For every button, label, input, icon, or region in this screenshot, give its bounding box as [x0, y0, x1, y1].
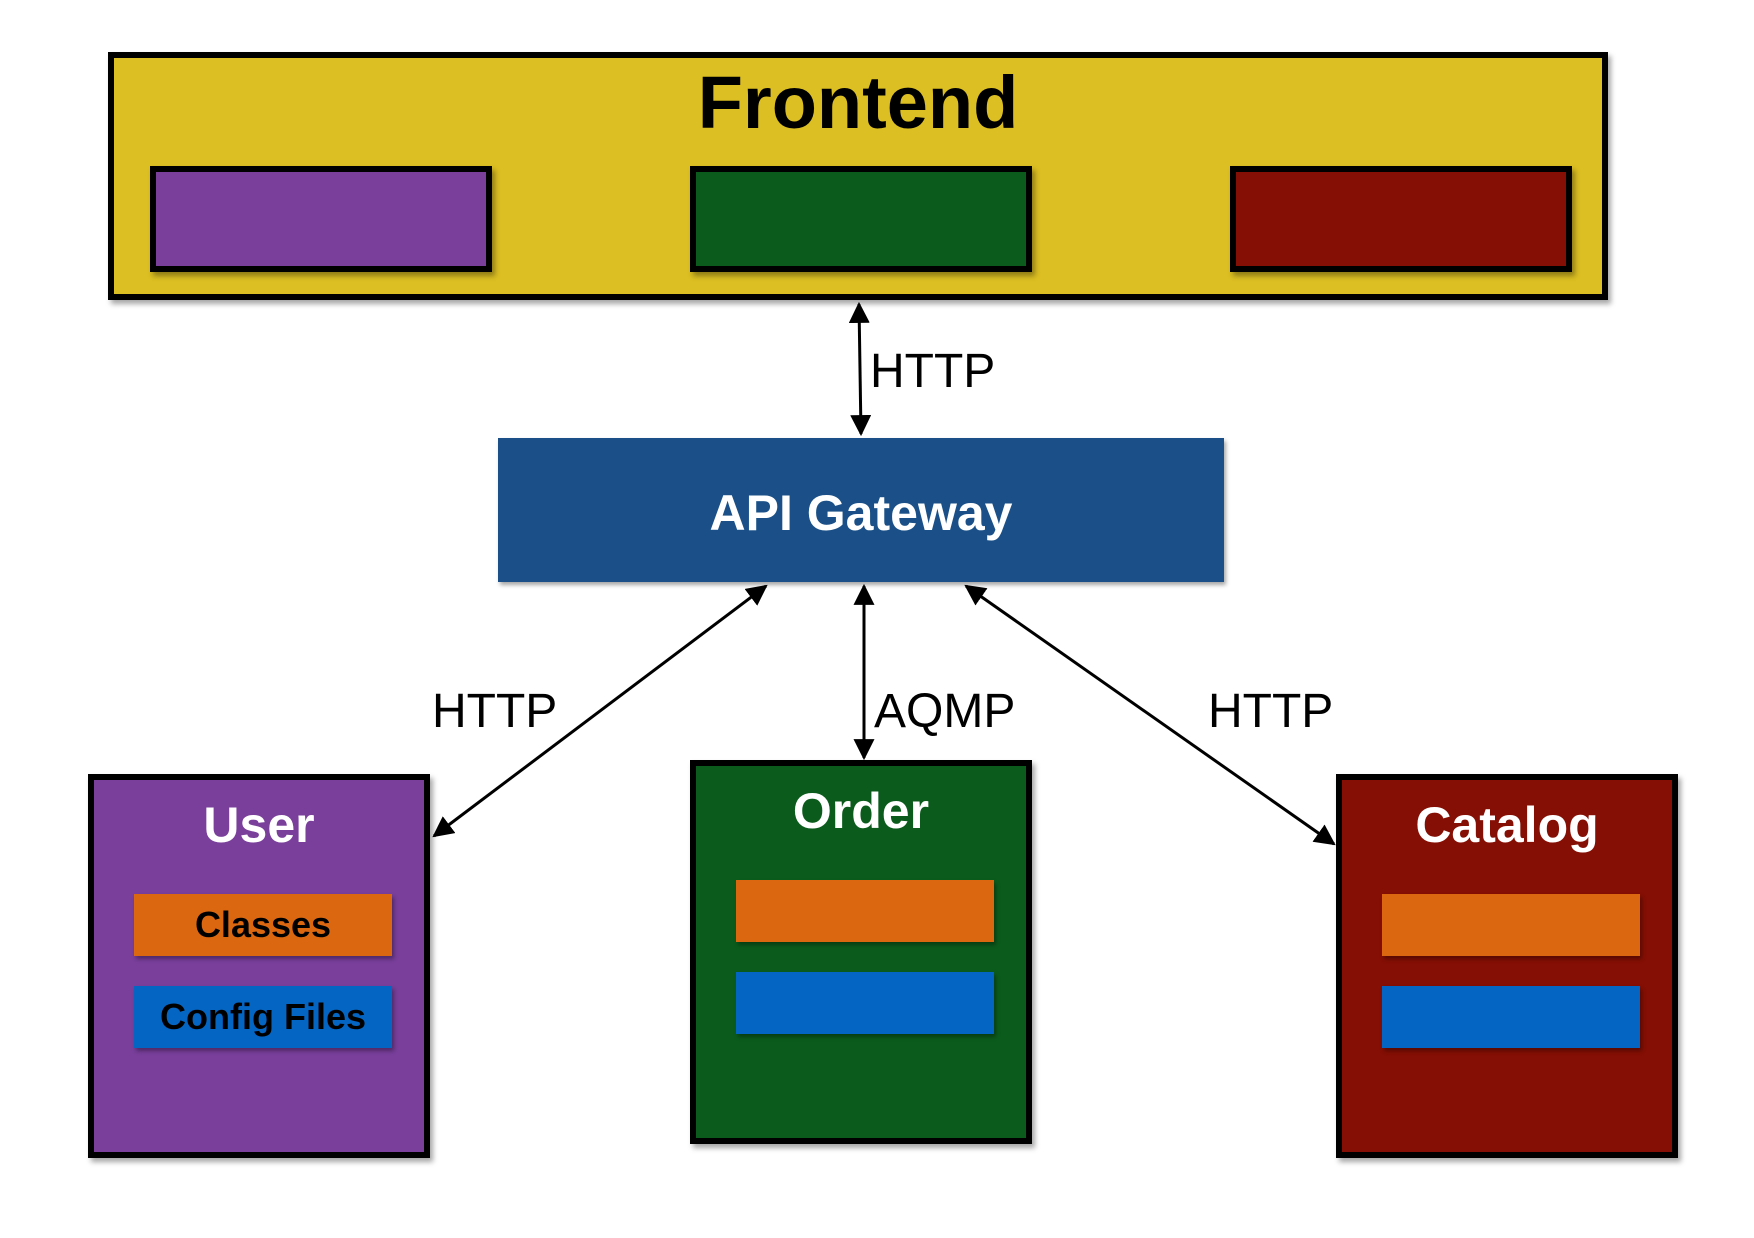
- label-gateway-order: AQMP: [874, 685, 1016, 738]
- service-order-title: Order: [792, 783, 930, 839]
- frontend-slot-catalog: [1230, 166, 1572, 272]
- arrow-gateway-user: [432, 584, 768, 838]
- api-gateway-box: API Gateway: [498, 438, 1224, 582]
- arrow-frontend-gateway: [848, 301, 872, 437]
- frontend-title: Frontend: [697, 61, 1019, 144]
- frontend-slot-user: [150, 166, 492, 272]
- order-blue-block: [736, 972, 994, 1034]
- user-classes-block: Classes: [134, 894, 392, 956]
- user-config-files-block: Config Files: [134, 986, 392, 1048]
- service-catalog: Catalog: [1336, 774, 1678, 1158]
- service-user: User Classes Config Files: [88, 774, 430, 1158]
- service-catalog-title: Catalog: [1415, 797, 1599, 853]
- service-user-title: User: [203, 797, 315, 853]
- frontend-slot-order: [690, 166, 1032, 272]
- arrow-gateway-catalog: [964, 584, 1336, 846]
- order-orange-block: [736, 880, 994, 942]
- catalog-blue-block: [1382, 986, 1640, 1048]
- label-gateway-catalog: HTTP: [1208, 685, 1334, 738]
- api-gateway-title: API Gateway: [709, 485, 1013, 541]
- label-frontend-gateway: HTTP: [870, 345, 996, 398]
- catalog-orange-block: [1382, 894, 1640, 956]
- frontend-box: Frontend: [108, 52, 1608, 300]
- label-gateway-user: HTTP: [432, 685, 558, 738]
